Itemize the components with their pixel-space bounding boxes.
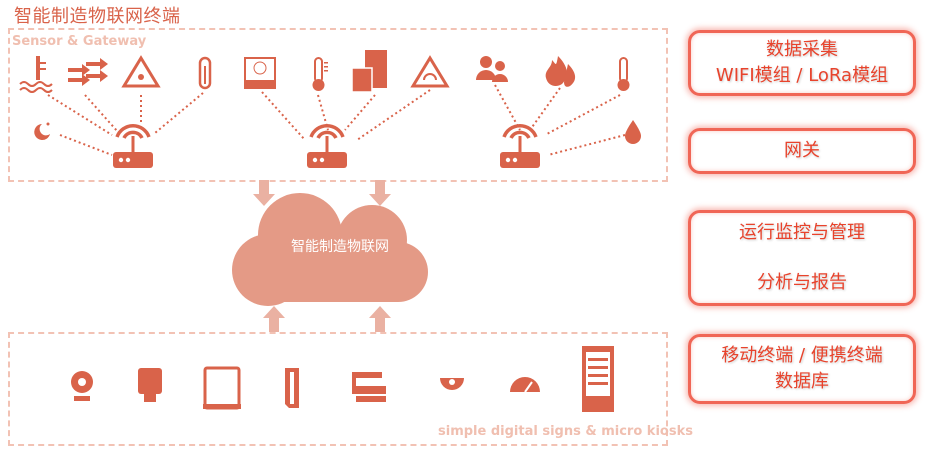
data-collection-box: 数据采集 WIFI模组 / LoRa模组	[688, 30, 916, 96]
gateway-router-icon	[305, 123, 349, 170]
radiation-warning-icon	[121, 55, 161, 88]
cloud-label: 智能制造物联网	[291, 239, 389, 255]
vending-machine-icon	[582, 346, 614, 412]
flame-icon	[545, 56, 576, 87]
box-line: WIFI模组 / LoRa模组	[715, 65, 889, 86]
kiosk-icon	[285, 368, 299, 408]
box-line: 移动终端 / 便携终端	[721, 345, 883, 366]
thermometer-scale-icon	[617, 57, 630, 91]
noise-warning-icon	[410, 55, 450, 88]
box-line: 分析与报告	[757, 272, 847, 293]
sensor-gateway-zone	[8, 28, 668, 182]
connection-lines	[47, 84, 626, 156]
explosion-proof-cert-icon	[244, 57, 276, 89]
box-line: 网关	[784, 140, 820, 161]
users-icon	[476, 56, 508, 82]
box-line: 运行监控与管理	[739, 222, 865, 243]
monitoring-analysis-box: 运行监控与管理 分析与报告	[688, 210, 916, 306]
water-drop-icon	[625, 120, 641, 144]
cloud-shape	[232, 193, 428, 306]
night-mode-icon	[34, 122, 50, 140]
mobile-terminal-box: 移动终端 / 便携终端 数据库	[688, 334, 916, 404]
device-zone	[8, 332, 668, 446]
server-cabinet-icon	[351, 50, 387, 93]
payment-terminal-icon	[352, 372, 386, 402]
card-reader-icon	[138, 368, 162, 402]
flow-arrows-icon	[68, 58, 108, 86]
thermometer-icon	[198, 56, 212, 90]
tablet-icon	[203, 366, 241, 410]
thermometer-scale-icon	[312, 57, 328, 91]
device-zone-label: simple digital signs & micro kiosks	[438, 424, 693, 439]
box-line: 数据采集	[766, 39, 838, 60]
data-flow-arrows	[253, 180, 391, 332]
coolant-temperature-icon	[19, 56, 53, 93]
sensor-zone-label: Sensor & Gateway	[12, 34, 147, 49]
gauge-icon	[510, 377, 540, 393]
gateway-router-icon	[498, 123, 542, 170]
webcam-icon	[71, 371, 93, 401]
page-title: 智能制造物联网终端	[14, 6, 181, 27]
box-line: 数据库	[775, 371, 829, 392]
security-camera-icon	[440, 378, 464, 390]
gateway-box: 网关	[688, 128, 916, 174]
gateway-router-icon	[111, 123, 155, 170]
